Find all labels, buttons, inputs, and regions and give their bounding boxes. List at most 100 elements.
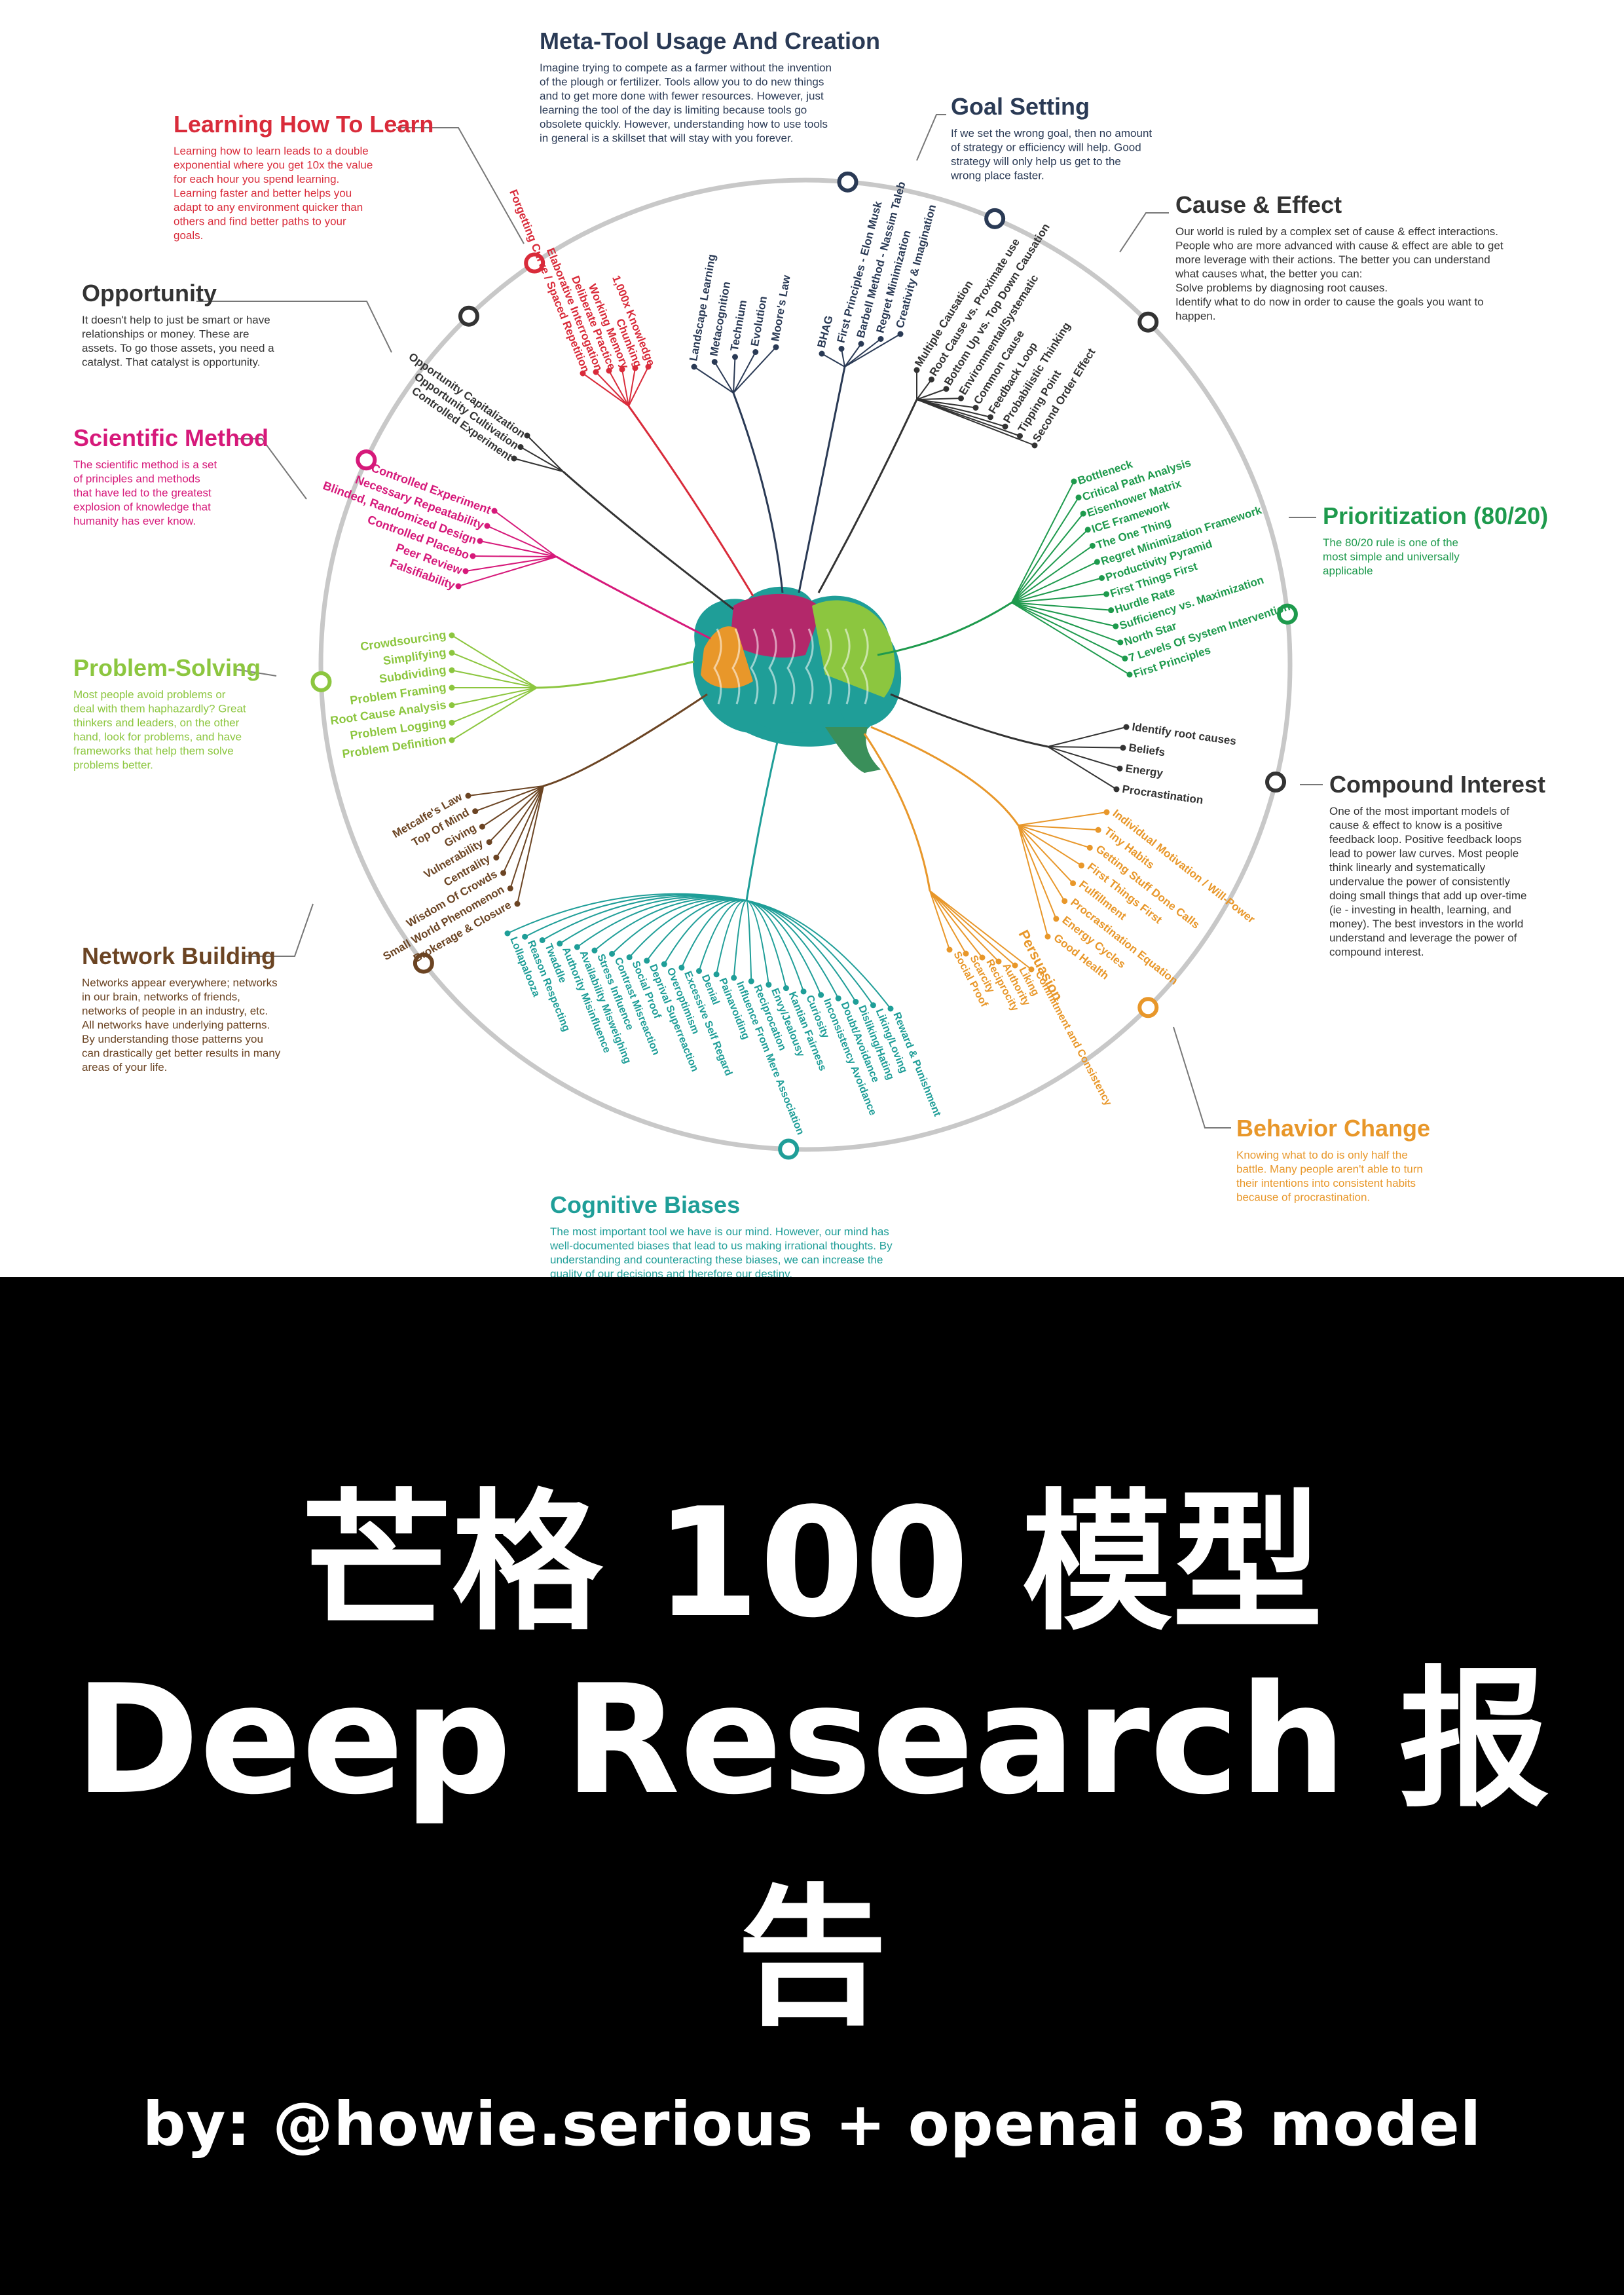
branch-dot (1122, 655, 1128, 662)
branch-dot (987, 414, 993, 420)
category-description-line: can drastically get better results in ma… (82, 1047, 281, 1060)
category-title: Opportunity (82, 280, 217, 307)
branch-line (929, 890, 999, 962)
branch-line (929, 890, 1016, 966)
branch-dot (1123, 724, 1130, 730)
category-description-line: catalyst. That catalyst is opportunity. (82, 356, 260, 369)
branch-dot (449, 737, 455, 743)
branch-dot (514, 901, 521, 907)
branch-line (1011, 577, 1102, 603)
brain-lobe (753, 655, 845, 733)
model-label: Beliefs (1128, 741, 1166, 759)
branch-dot (819, 350, 825, 357)
category-title: Problem-Solving (73, 654, 261, 681)
category-description-line: networks of people in an industry, etc. (82, 1005, 268, 1017)
branch-line (458, 556, 557, 587)
branch-dot (1028, 966, 1035, 973)
category-description-line: deal with them haphazardly? Great (73, 703, 246, 715)
category-description-line: (ie - investing in health, learning, and (1329, 904, 1511, 916)
branch-dot (1113, 623, 1119, 629)
branch-dot (1084, 527, 1091, 533)
branch-line (733, 356, 736, 394)
branch-dot (493, 854, 500, 861)
ring-node (1137, 997, 1159, 1018)
brain-gyrus (713, 628, 722, 705)
category-title: Prioritization (80/20) (1323, 502, 1548, 529)
branch-line (1011, 529, 1088, 603)
category-description-line: explosion of knowledge that (73, 501, 211, 513)
branch-dot (958, 395, 964, 401)
branch-dot (731, 975, 737, 981)
branch-dot (591, 947, 598, 954)
branch-line (916, 398, 961, 400)
branch-dot (752, 349, 759, 355)
branch-line (559, 895, 747, 944)
branch-trunk (627, 405, 754, 597)
branch-line (526, 435, 564, 472)
category-description-line: because of procrastination. (1236, 1191, 1370, 1204)
category-description-line: Imagine trying to compete as a farmer wi… (540, 62, 832, 74)
branch-dot (713, 971, 720, 978)
branch-line (472, 555, 557, 557)
ring-node (1276, 603, 1298, 625)
branch-line (494, 510, 557, 557)
category-description-line: areas of your life. (82, 1061, 167, 1073)
ring-node (1265, 772, 1287, 793)
branch-dot (619, 366, 625, 373)
brain-stem (825, 727, 881, 773)
category-description-line: One of the most important models of (1329, 805, 1509, 817)
brain-gyrus (786, 628, 796, 705)
model-label: Evolution (748, 295, 769, 348)
category-description-line: most simple and universally (1323, 551, 1460, 563)
model-label: Moore's Law (769, 274, 793, 343)
brain-gyrus (731, 628, 741, 705)
branch-line (716, 899, 747, 975)
branch-line (1011, 545, 1093, 603)
branch-dot (800, 988, 807, 995)
branch-dot (1031, 442, 1038, 449)
branch-dot (972, 405, 979, 411)
branch-dot (1078, 862, 1084, 868)
cover-title-line1: 芒格 100 模型 (301, 1476, 1323, 1651)
category-description-line: It doesn't help to just be smart or have (82, 314, 270, 326)
branch-dot (691, 364, 697, 370)
category-description-line: relationships or money. These are (82, 328, 249, 341)
branch-line (1011, 602, 1111, 611)
category-description-line: well-documented biases that lead to us m… (549, 1240, 893, 1252)
branch-line (929, 890, 967, 954)
branch-dot (963, 950, 969, 957)
branch-dot (1061, 898, 1068, 905)
category-description-line: what causes what, the better you can: (1175, 268, 1362, 280)
branch-dot (580, 370, 586, 377)
branch-line (844, 333, 901, 367)
branch-line (502, 785, 544, 874)
branch-dot (449, 719, 455, 726)
branch-line (1018, 825, 1090, 849)
branch-line (916, 399, 1035, 446)
category-description-line: in our brain, networks of friends, (82, 991, 240, 1003)
branch-line (509, 785, 544, 889)
branch-line (680, 899, 747, 968)
category-description-line: of the plough or fertilizer. Tools allow… (540, 76, 824, 88)
branch-dot (504, 930, 511, 937)
category-title: Goal Setting (951, 93, 1090, 120)
branch-line (451, 687, 538, 724)
branch-dot (1120, 745, 1126, 751)
model-label: Energy (1124, 762, 1164, 779)
leader-line (1119, 212, 1169, 253)
category-title: Cause & Effect (1175, 191, 1342, 218)
branch-line (733, 352, 756, 394)
category-description-line: feedback loop. Positive feedback loops (1329, 833, 1522, 846)
branch-dot (449, 667, 455, 673)
category-description-line: People who are more advanced with cause … (1175, 240, 1504, 252)
branch-dot (877, 336, 884, 342)
branch-line (1018, 825, 1057, 920)
branch-dot (783, 985, 789, 992)
branch-line (1047, 726, 1127, 747)
category-description-line: happen. (1175, 310, 1215, 322)
branch-line (746, 900, 769, 985)
branch-dot (858, 341, 864, 347)
